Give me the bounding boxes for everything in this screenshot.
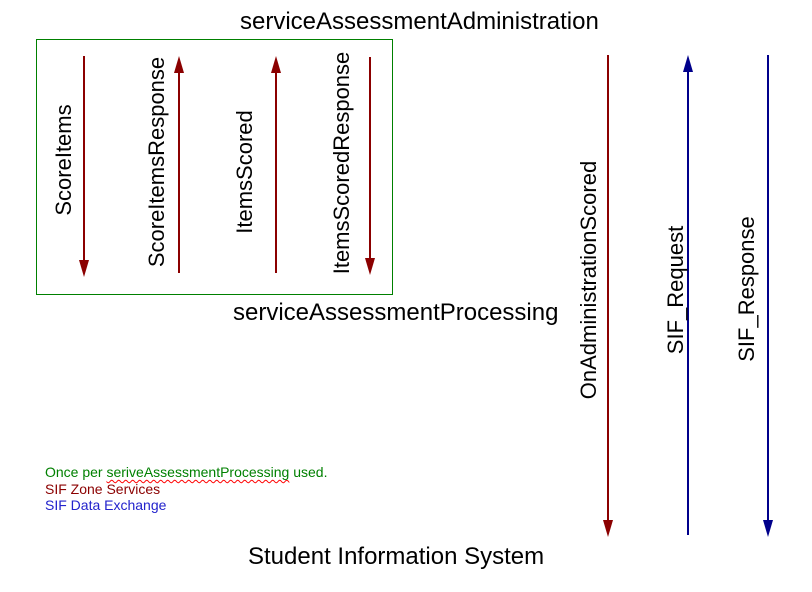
assessment-messages-box <box>36 39 393 295</box>
legend: Once per seriveAssessmentProcessing used… <box>45 464 327 514</box>
itemsscoredresponse-arrow-line <box>369 57 371 259</box>
scoreitems-arrow-line <box>83 56 85 262</box>
sif-request-label: SIF_Request <box>663 225 688 355</box>
sif-response-arrow-line <box>767 55 769 521</box>
itemsscored-arrowhead-up-icon <box>270 56 281 73</box>
student-information-system-label: Student Information System <box>248 543 545 570</box>
onadministrationscored-arrow-line <box>607 55 609 521</box>
scoreitemsresponse-label: ScoreItemsResponse <box>144 56 169 268</box>
scoreitemsresponse-arrowhead-up-icon <box>173 56 184 73</box>
onadministrationscored-label: OnAdministrationScored <box>576 160 601 400</box>
scoreitemsresponse-arrow-line <box>178 71 180 273</box>
itemsscored-arrow-line <box>275 71 277 273</box>
legend-sif-data-exchange: SIF Data Exchange <box>45 497 167 514</box>
sif-request-arrowhead-up-icon <box>682 55 693 72</box>
itemsscoredresponse-arrowhead-down-icon <box>364 258 375 275</box>
sif-response-label: SIF_Response <box>734 216 759 362</box>
sif-request-arrow-line <box>687 71 689 535</box>
sif-response-arrowhead-down-icon <box>762 520 773 537</box>
legend-misspelled-term: seriveAssessmentProcessing <box>106 464 290 480</box>
scoreitems-label: ScoreItems <box>51 104 76 216</box>
legend-sif-zone-services: SIF Zone Services <box>45 480 161 497</box>
legend-once-per-line: Once per seriveAssessmentProcessing used… <box>45 464 327 481</box>
service-assessment-administration-label: serviceAssessmentAdministration <box>240 8 599 35</box>
service-assessment-processing-label: serviceAssessmentProcessing <box>233 299 559 326</box>
scoreitems-arrowhead-down-icon <box>78 260 89 277</box>
onadministrationscored-arrowhead-down-icon <box>602 520 613 537</box>
itemsscoredresponse-label: ItemsScoredResponse <box>329 51 354 275</box>
legend-once-per-suffix: used. <box>289 464 328 480</box>
legend-once-per-prefix: Once per <box>45 464 107 480</box>
itemsscored-label: ItemsScored <box>232 110 257 234</box>
